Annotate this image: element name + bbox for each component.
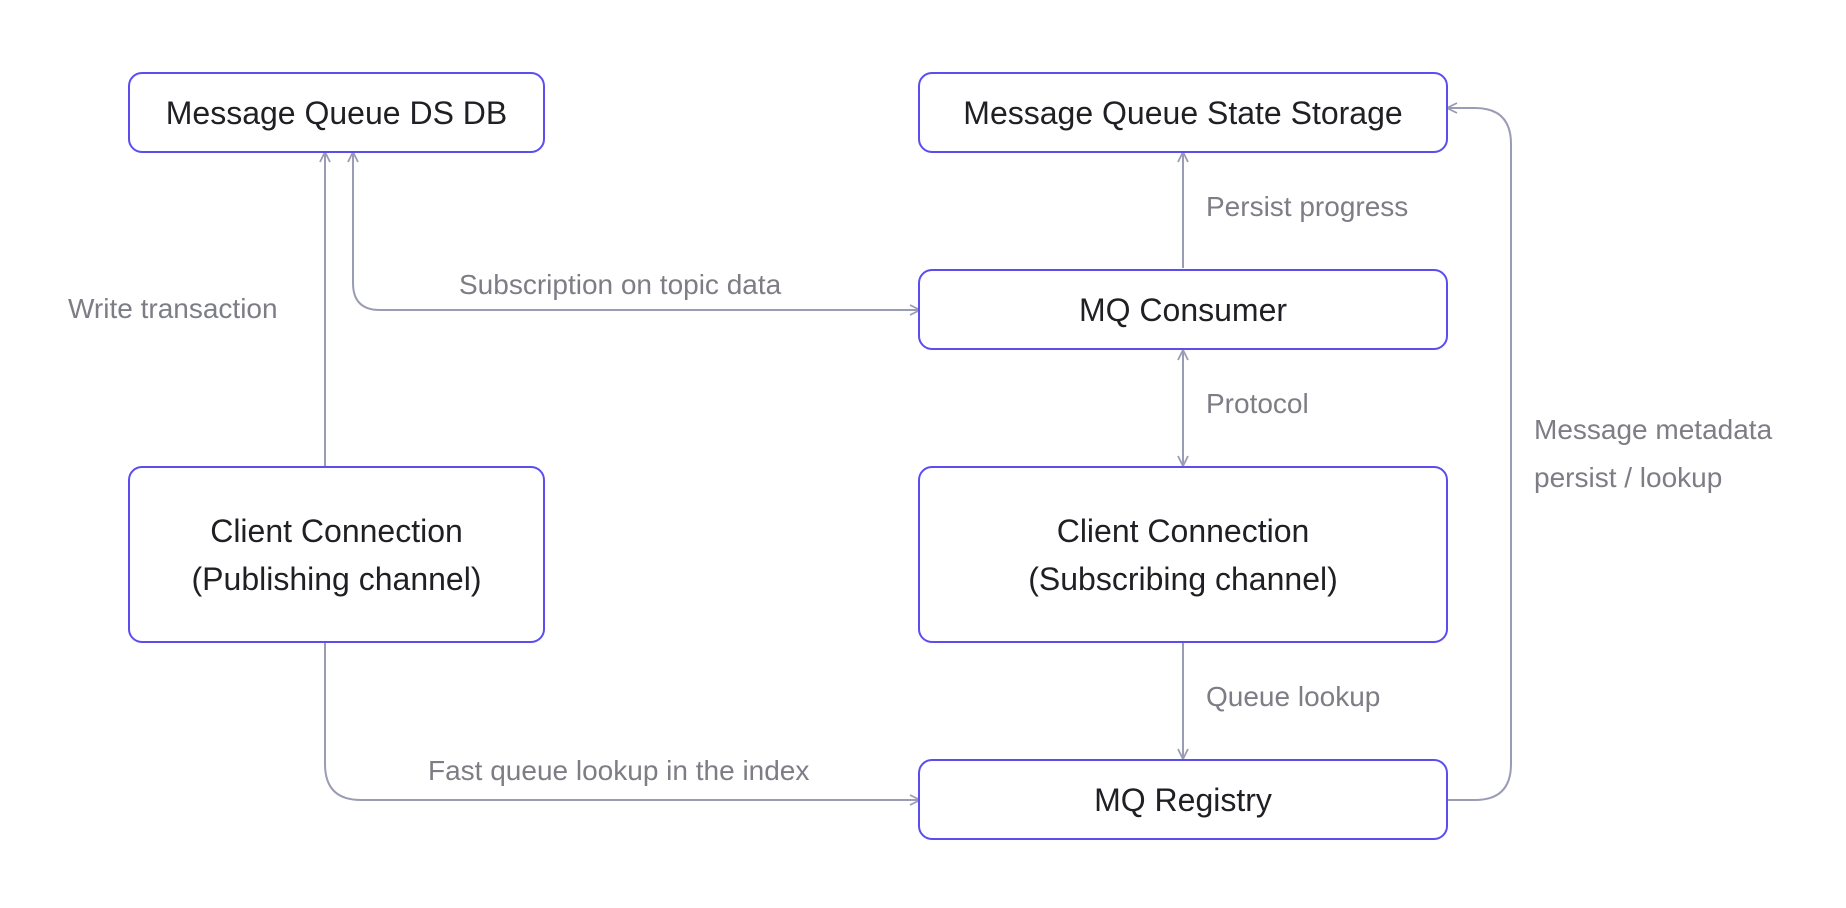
edge-label-persist-progress: Persist progress [1206,191,1409,222]
node-label-line1: Client Connection [1056,512,1310,549]
node-label: MQ Registry [1094,781,1272,818]
node-label: Message Queue DS DB [165,94,508,131]
edge-label-metadata-line1: Message metadata [1534,414,1773,445]
node-message-queue-state-storage: Message Queue State Storage [918,72,1448,153]
edge-label-write-transaction: Write transaction [68,293,278,324]
edge-label-protocol: Protocol [1206,388,1309,419]
edge-label-subscription: Subscription on topic data [459,269,782,300]
node-mq-registry: MQ Registry [918,759,1448,840]
edge-label-fast-lookup: Fast queue lookup in the index [428,755,810,786]
node-mq-consumer: MQ Consumer [918,269,1448,350]
node-label: MQ Consumer [1078,291,1288,328]
edge-fast-lookup [324,643,920,800]
node-client-connection-publishing: Client Connection (Publishing channel) [128,466,545,643]
edge-label-metadata: Message metadata persist / lookup [1534,406,1772,502]
node-message-queue-ds-db: Message Queue DS DB [128,72,545,153]
node-label: Message Queue State Storage [963,94,1403,131]
node-label-line1: Client Connection [210,512,463,549]
edge-subscription [353,152,920,310]
edge-label-queue-lookup: Queue lookup [1206,681,1381,712]
node-label-line2: (Subscribing channel) [1028,560,1338,597]
node-label-line2: (Publishing channel) [191,560,482,597]
node-client-connection-subscribing: Client Connection (Subscribing channel) [918,466,1448,643]
edge-label-metadata-line2: persist / lookup [1534,462,1723,493]
edge-metadata [1447,108,1512,801]
